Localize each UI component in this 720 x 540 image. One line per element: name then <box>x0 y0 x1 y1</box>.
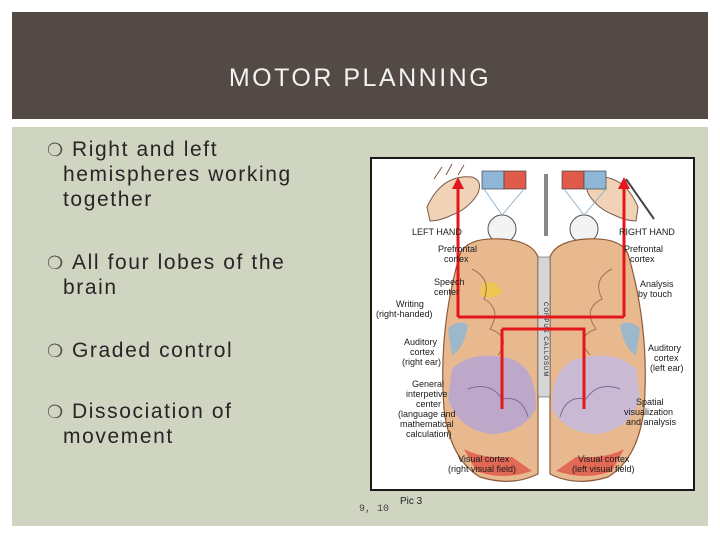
bullet-text-line: Graded control <box>72 339 234 362</box>
left-hand-label: LEFT HAND <box>412 227 462 237</box>
bullet-text-line: movement <box>63 425 174 448</box>
visual-cortex-left-label: Visual cortex <box>458 454 510 464</box>
right-hand-label: RIGHT HAND <box>619 227 675 237</box>
arrow-head-icon <box>618 177 630 189</box>
visual-cortex-right-label: Visual cortex <box>578 454 630 464</box>
red-arrows <box>456 187 626 409</box>
analysis-touch-label: Analysis <box>640 279 674 289</box>
blue-square-icon <box>481 170 505 190</box>
bullet-item: ❍ Dissociation of movement <box>47 399 348 449</box>
bullet-text-line: Right and left <box>72 138 219 161</box>
red-square-icon <box>561 170 585 190</box>
visual-cortex-right-label: (left visual field) <box>572 464 635 474</box>
blue-square-icon <box>583 170 607 190</box>
bullet-text-line: Dissociation of <box>72 400 233 423</box>
content-area: ❍ Right and left hemispheres working tog… <box>12 127 708 526</box>
corpus-callosum <box>537 256 551 398</box>
bullet-item: ❍ Right and left hemispheres working tog… <box>47 137 348 212</box>
brain-diagram: CORPUS CALLOSUM LEFT HAND RIGHT HAND Pre… <box>376 163 684 482</box>
arrow-head-icon <box>452 177 464 189</box>
auditory-right-label: cortex <box>654 353 679 363</box>
general-center-label: mathematical <box>400 419 454 429</box>
visual-cortex-left-label: (right visual field) <box>448 464 516 474</box>
prefrontal-right-label: Prefrontal <box>624 244 663 254</box>
bullet-text-line: together <box>63 188 153 211</box>
bullet-circle-icon: ❍ <box>47 140 65 160</box>
auditory-left-label: cortex <box>410 347 435 357</box>
bullet-text-line: All four lobes of the <box>72 251 286 274</box>
speech-center-label: center <box>434 287 459 297</box>
auditory-right-label: Auditory <box>648 343 682 353</box>
title-bar: MOTOR PLANNING <box>12 12 708 119</box>
divider-bar <box>544 174 548 236</box>
left-hand-icon <box>426 163 481 222</box>
corpus-callosum-label: CORPUS CALLOSUM <box>542 302 548 377</box>
prefrontal-right-label: cortex <box>630 254 655 264</box>
prefrontal-left-label: cortex <box>444 254 469 264</box>
speech-center-label: Speech <box>434 277 465 287</box>
spatial-label: visualization <box>624 407 673 417</box>
auditory-left-label: (right ear) <box>402 357 441 367</box>
brain-illustration: CORPUS CALLOSUM <box>442 238 646 482</box>
slide-title: MOTOR PLANNING <box>228 64 492 92</box>
writing-label: (right-handed) <box>376 309 433 319</box>
bullet-circle-icon: ❍ <box>47 253 65 273</box>
red-square-icon <box>503 170 527 190</box>
auditory-right-label: (left ear) <box>650 363 684 373</box>
auditory-left-label: Auditory <box>404 337 438 347</box>
bullet-item: ❍ All four lobes of the brain <box>47 250 348 300</box>
bullet-circle-icon: ❍ <box>47 402 65 422</box>
figure-caption: Pic 3 <box>400 496 423 507</box>
bullet-text-line: brain <box>63 276 118 299</box>
brain-diagram-figure: CORPUS CALLOSUM LEFT HAND RIGHT HAND Pre… <box>370 157 695 491</box>
bullet-circle-icon: ❍ <box>47 341 65 361</box>
general-center-label: calculation) <box>406 429 452 439</box>
general-center-label: center <box>416 399 441 409</box>
writing-label: Writing <box>396 299 424 309</box>
bullet-text-line: hemispheres working <box>63 163 292 186</box>
spatial-label: and analysis <box>626 417 677 427</box>
general-center-label: General <box>412 379 444 389</box>
spatial-label: Spatial <box>636 397 664 407</box>
bullet-item: ❍ Graded control <box>47 338 348 363</box>
analysis-touch-label: by touch <box>638 289 672 299</box>
prefrontal-left-label: Prefrontal <box>438 244 477 254</box>
general-center-label: interpetive <box>406 389 448 399</box>
general-center-label: (language and <box>398 409 456 419</box>
page-number: 9, 10 <box>359 504 390 515</box>
